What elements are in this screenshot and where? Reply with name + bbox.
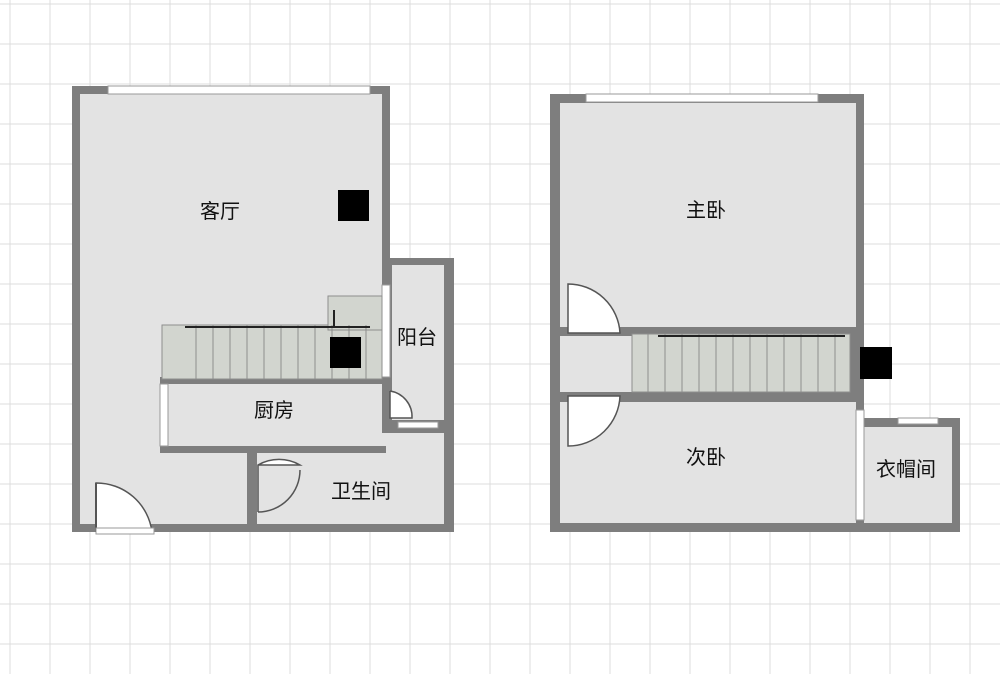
cloakroom-window — [855, 409, 865, 521]
bathroom-door[interactable] — [257, 458, 303, 513]
second-bedroom-door[interactable] — [567, 395, 621, 447]
kitchen-window — [159, 383, 169, 447]
cloakroom-top-window — [897, 417, 939, 425]
balcony-door[interactable] — [389, 390, 413, 419]
kitchen-top-wall — [160, 377, 386, 384]
room-label-kitchen: 厨房 — [254, 398, 294, 422]
master-bedroom-floor — [560, 103, 856, 327]
room-label-master-bedroom: 主卧 — [686, 198, 726, 222]
floor2-stair-treads — [647, 334, 836, 392]
room-label-cloakroom: 衣帽间 — [876, 457, 936, 481]
column-stair-1 — [330, 337, 361, 368]
balcony-floor — [392, 265, 444, 420]
floor2-hallway — [560, 336, 632, 392]
master-bedroom-window — [585, 93, 819, 103]
column-floor2 — [860, 347, 892, 379]
room-label-balcony: 阳台 — [397, 325, 437, 349]
floor-2-plan: 主卧 次卧 衣帽间 — [550, 93, 960, 532]
master-bedroom-door[interactable] — [567, 283, 621, 334]
living-room-window — [107, 85, 371, 95]
cloakroom-floor — [864, 427, 952, 523]
floor2-staircase — [631, 333, 851, 393]
kitchen-floor — [168, 384, 380, 446]
floor-1-plan: 客厅 阳台 厨房 卫生间 — [72, 85, 454, 535]
bathroom-window — [397, 421, 439, 429]
room-label-bathroom: 卫生间 — [331, 479, 391, 503]
kitchen-bottom-wall — [160, 446, 386, 453]
room-label-second-bedroom: 次卧 — [686, 445, 726, 469]
room-label-living-room: 客厅 — [200, 199, 240, 223]
entrance-door[interactable] — [95, 482, 155, 535]
floor1-staircase-landing — [327, 295, 383, 331]
bathroom-left-wall — [247, 446, 257, 532]
balcony-window — [381, 284, 391, 378]
column-living-room — [338, 190, 369, 221]
